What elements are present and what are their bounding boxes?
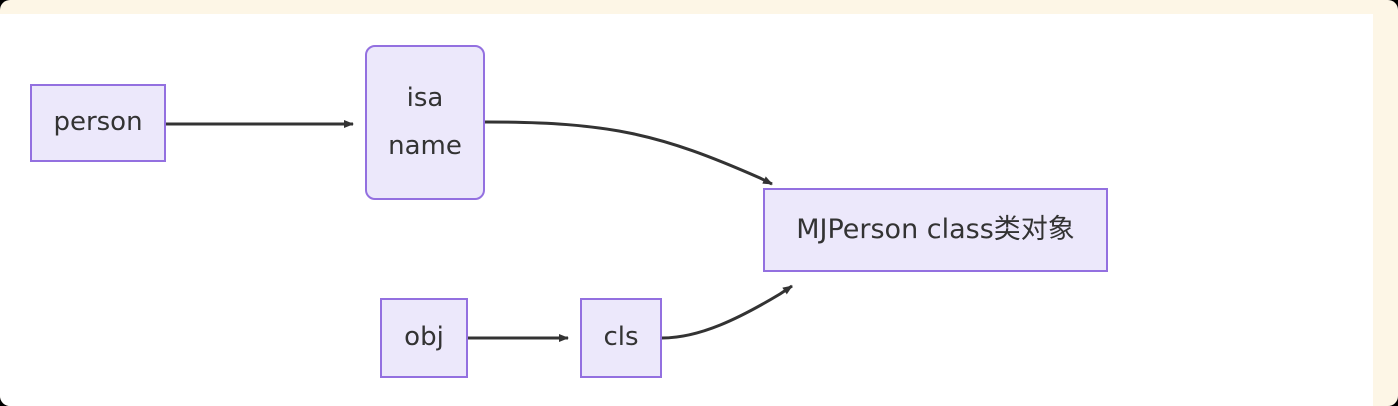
diagram-canvas: person isa name MJPerson class类对象 obj cl… <box>0 14 1373 406</box>
edge-layer <box>166 120 793 342</box>
node-mjperson-class-label: MJPerson class类对象 <box>796 213 1075 245</box>
node-cls[interactable]: cls <box>580 298 662 378</box>
node-mjperson-class[interactable]: MJPerson class类对象 <box>763 188 1108 272</box>
node-person-label: person <box>53 107 143 138</box>
node-isa-name-label-name: name <box>388 130 462 161</box>
node-obj-label: obj <box>404 322 444 353</box>
node-isa-name-label-isa: isa <box>406 83 444 114</box>
node-cls-label: cls <box>603 322 639 353</box>
node-person[interactable]: person <box>30 84 166 162</box>
node-isa-name[interactable]: isa name <box>365 45 485 200</box>
edge-isa-name-to-mjperson <box>484 120 773 186</box>
edge-cls-to-mjperson <box>661 284 793 340</box>
node-obj[interactable]: obj <box>380 298 468 378</box>
